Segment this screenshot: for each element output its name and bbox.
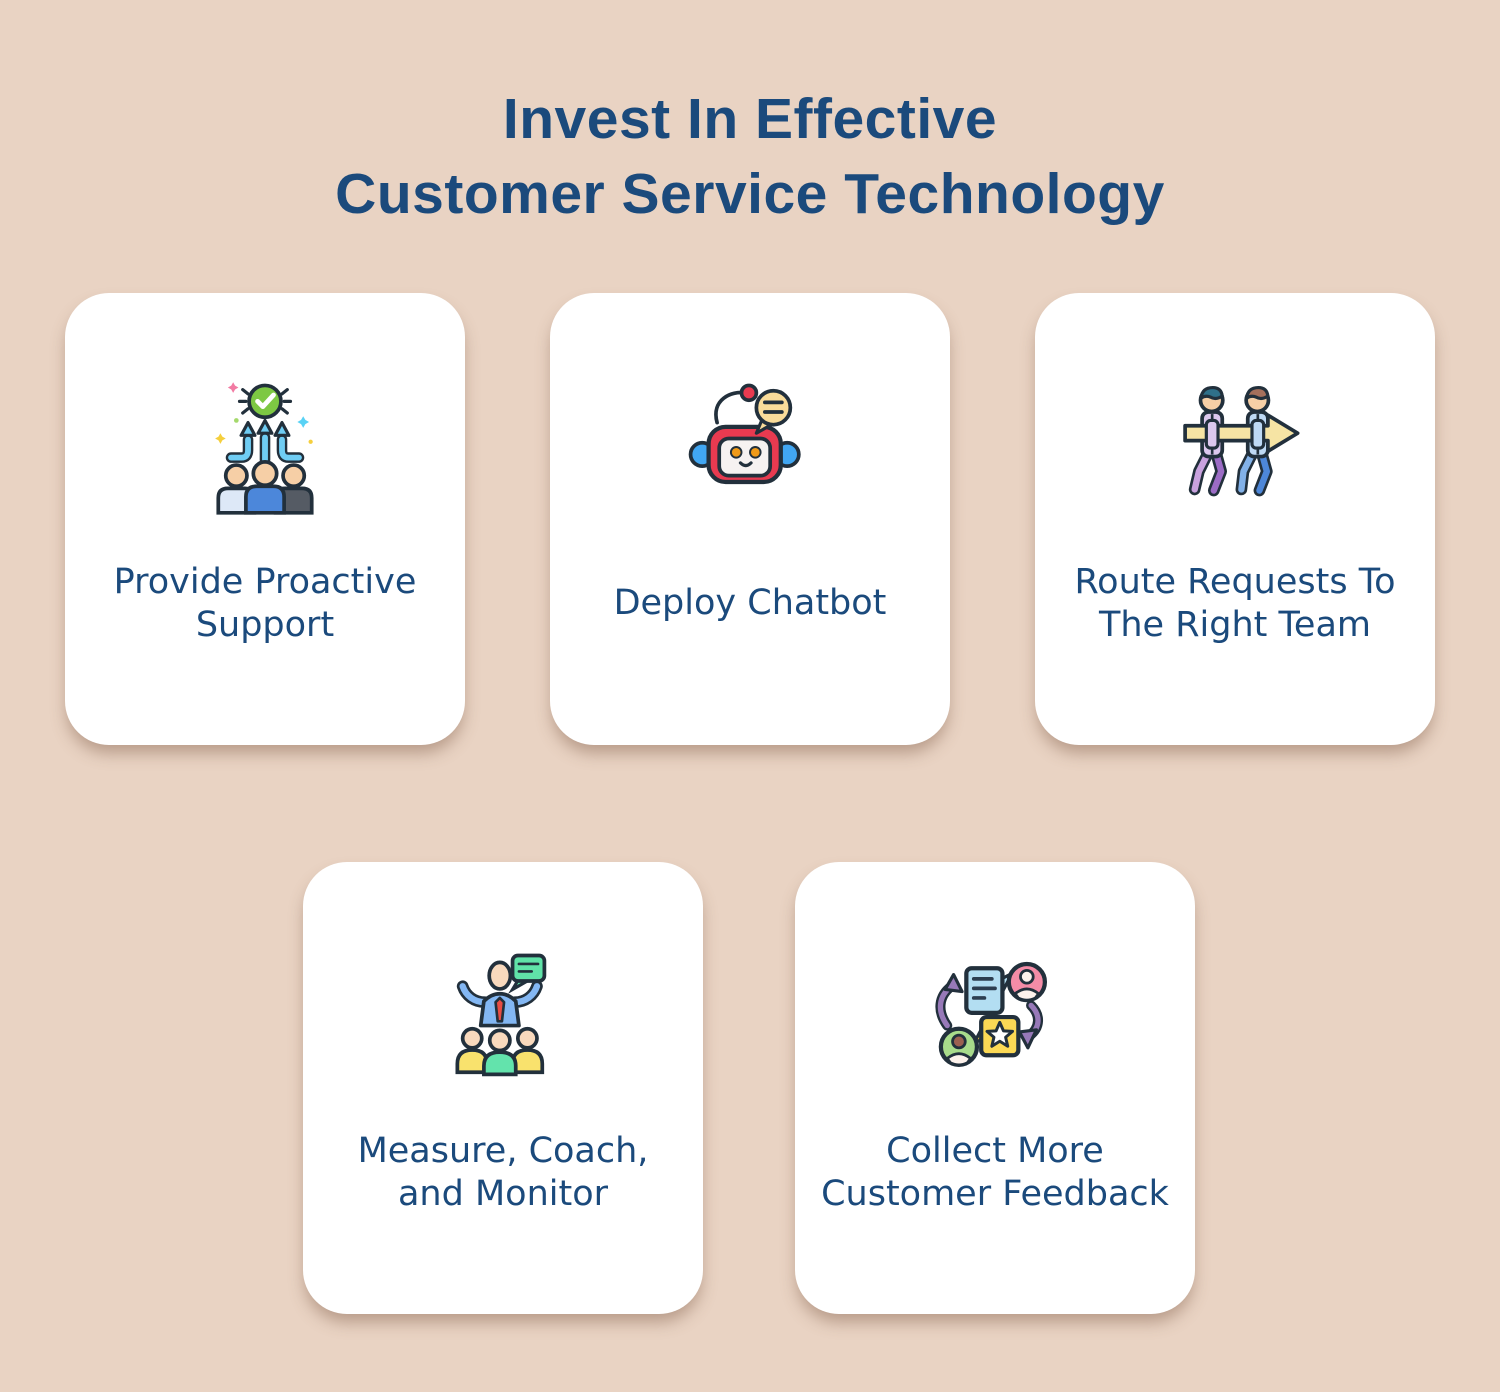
route-requests-icon [1035, 378, 1435, 516]
card-provide-proactive-support: Provide Proactive Support [65, 293, 465, 745]
label-line: Measure, Coach, [357, 1130, 649, 1171]
label-line: and Monitor [397, 1174, 609, 1214]
label-line: Deploy Chatbot [613, 583, 887, 624]
label-line: Support [195, 605, 335, 645]
card-label-collect-feedback: Collect More Customer Feedback [813, 1110, 1177, 1236]
page-title-line2: Customer Service Technology [335, 162, 1165, 227]
measure-coach-monitor-icon [303, 947, 703, 1085]
label-line: Collect More [886, 1130, 1104, 1171]
card-deploy-chatbot: Deploy Chatbot [550, 293, 950, 745]
card-label-provide-proactive-support: Provide Proactive Support [83, 541, 447, 667]
label-line: Route Requests To [1074, 561, 1396, 602]
card-label-measure-coach-monitor: Measure, Coach, and Monitor [321, 1110, 685, 1236]
card-label-deploy-chatbot: Deploy Chatbot [568, 541, 932, 667]
card-measure-coach-monitor: Measure, Coach, and Monitor [303, 862, 703, 1314]
card-collect-feedback: Collect More Customer Feedback [795, 862, 1195, 1314]
page-title-line1: Invest In Effective [502, 87, 998, 151]
proactive-support-icon [65, 378, 465, 516]
label-line: The Right Team [1098, 605, 1372, 645]
card-label-route-requests: Route Requests To The Right Team [1053, 541, 1417, 667]
card-route-requests: Route Requests To The Right Team [1035, 293, 1435, 745]
label-line: Provide Proactive [113, 561, 417, 602]
chatbot-icon [550, 378, 950, 516]
customer-feedback-icon [795, 947, 1195, 1085]
page-title: Invest In Effective Customer Service Tec… [0, 82, 1500, 232]
label-line: Customer Feedback [821, 1174, 1169, 1214]
